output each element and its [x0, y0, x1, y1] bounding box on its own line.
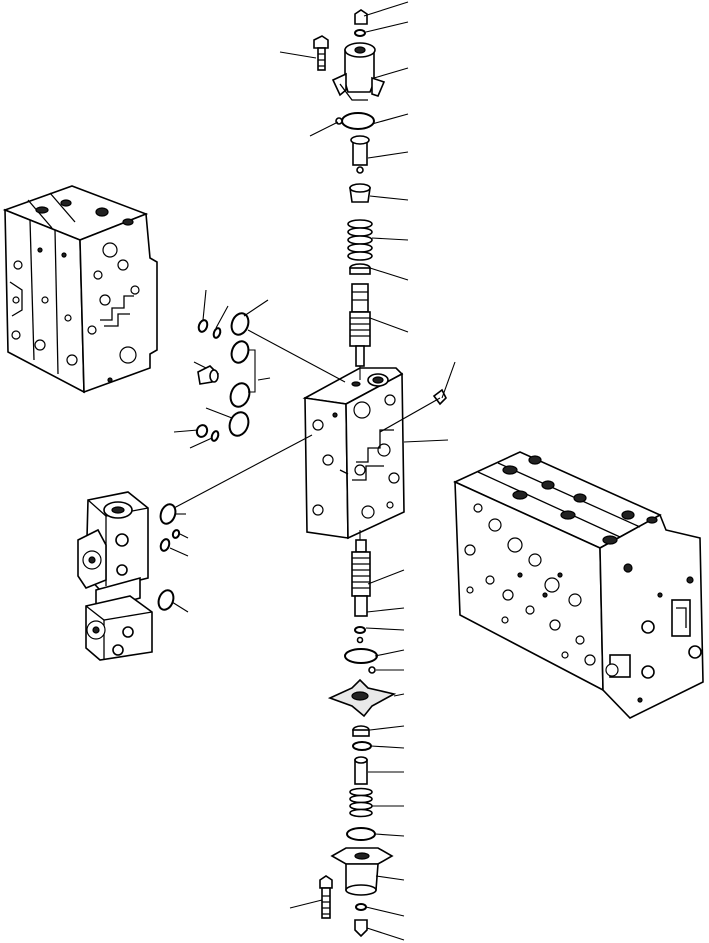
- leader-lines: [169, 1, 456, 941]
- top-spring: [347, 219, 373, 261]
- left-seal-group: [157, 312, 251, 611]
- bottom-spring: [349, 787, 373, 818]
- top-spool-cap: [331, 42, 386, 101]
- bottom-spool-stack: [319, 539, 397, 938]
- valve-assembly-left-small: [2, 185, 158, 394]
- side-plug: [432, 388, 447, 406]
- valve-section-body: [302, 367, 405, 540]
- side-valve-module: [77, 491, 153, 661]
- main-spool: [349, 283, 371, 367]
- spider-retainer: [327, 678, 397, 718]
- assembly-lines: [173, 329, 441, 540]
- valve-assembly-right-large: [453, 451, 704, 719]
- top-spool-stack: [313, 9, 386, 367]
- bottom-spool-cap: [330, 847, 394, 896]
